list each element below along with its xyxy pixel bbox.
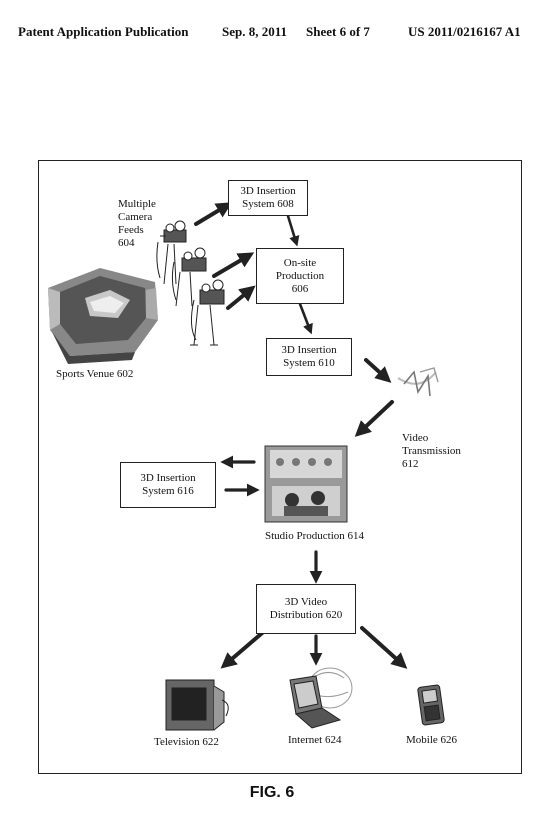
- mobile-phone-icon: [417, 684, 445, 726]
- mobile-label: Mobile 626: [406, 734, 458, 746]
- internet-label: Internet 624: [288, 734, 342, 746]
- insertion-system-616-box: 3D Insertion System 616: [120, 462, 216, 508]
- studio-production-label: Studio Production 614: [265, 530, 365, 542]
- arrow-feeds-to-606b: [226, 285, 256, 310]
- arrow-transmission-to-studio: [354, 400, 394, 437]
- arrow-608-to-606: [286, 214, 300, 247]
- television-label: Television 622: [154, 736, 219, 748]
- figure-frame: [38, 160, 522, 774]
- video-transmission-label: Video Transmission 612: [402, 432, 461, 470]
- insertion-system-616-label: 3D Insertion System 616: [140, 472, 196, 497]
- insertion-system-610-label: 3D Insertion System 610: [281, 344, 337, 369]
- arrow-feeds-to-606: [212, 252, 255, 278]
- insertion-system-608-label: 3D Insertion System 608: [240, 185, 296, 210]
- patent-number: US 2011/0216167 A1: [408, 24, 521, 39]
- laptop-icon: [289, 667, 353, 729]
- television-icon: [165, 679, 229, 731]
- studio-icon: [264, 445, 348, 523]
- publication-date: Sep. 8, 2011: [222, 24, 288, 39]
- camera-feeds-label: Multiple Camera Feeds 604: [118, 198, 156, 249]
- arrow-feeds-to-608: [194, 202, 233, 226]
- publication-type: Patent Application Publication: [18, 24, 189, 39]
- insertion-system-608-box: 3D Insertion System 608: [228, 180, 308, 216]
- onsite-production-606-label: On-site Production 606: [275, 256, 325, 295]
- video-distribution-620-label: 3D Video Distribution 620: [269, 596, 343, 621]
- stadium-icon: [48, 268, 158, 364]
- arrow-620-to-mobile: [360, 626, 408, 669]
- video-distribution-620-box: 3D Video Distribution 620: [256, 584, 356, 634]
- insertion-system-610-box: 3D Insertion System 610: [266, 338, 352, 376]
- arrow-610-to-transmission: [364, 358, 392, 383]
- sports-venue-label: Sports Venue 602: [56, 368, 134, 380]
- figure-caption: FIG. 6: [249, 784, 295, 801]
- arrow-606-to-610: [298, 302, 313, 335]
- arrow-620-to-television: [220, 626, 270, 669]
- transmission-signal-icon: [397, 367, 439, 397]
- sheet-number: Sheet 6 of 7: [306, 24, 370, 39]
- camera-operators-icon: [156, 220, 225, 346]
- onsite-production-606-box: On-site Production 606: [256, 248, 344, 304]
